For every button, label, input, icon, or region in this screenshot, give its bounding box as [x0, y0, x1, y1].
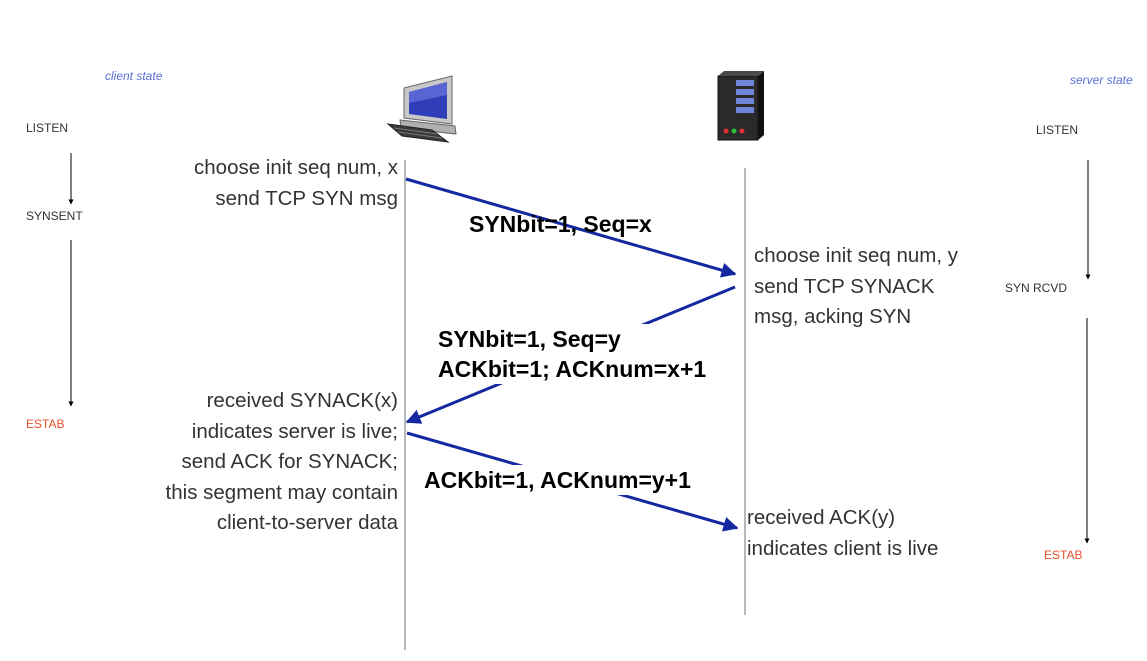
text-line: send TCP SYN msg	[215, 186, 398, 210]
client-state-synsent: SYNSENT	[26, 209, 83, 223]
server-action-1: choose init seq num, y send TCP SYNACK m…	[754, 241, 958, 333]
ack-message-label: ACKbit=1, ACKnum=y+1	[422, 465, 736, 495]
client-state-header: client state	[105, 69, 163, 83]
server-tower-icon	[717, 71, 764, 141]
text-line: ACKbit=1; ACKnum=x+1	[438, 356, 707, 382]
server-state-estab: ESTAB	[1044, 548, 1083, 562]
text-line: SYNbit=1, Seq=y	[438, 326, 621, 352]
client-action-2: received SYNACK(x) indicates server is l…	[166, 386, 398, 539]
text-line: this segment may contain	[165, 480, 398, 504]
text-line: ACKbit=1, ACKnum=y+1	[424, 467, 691, 493]
text-line: send ACK for SYNACK;	[181, 450, 398, 473]
server-state-synrcvd: SYN RCVD	[1005, 281, 1068, 295]
server-action-2: received ACK(y) indicates client is live	[747, 503, 938, 564]
synack-message-label: SYNbit=1, Seq=y ACKbit=1; ACKnum=x+1	[436, 324, 744, 384]
text-line: send TCP SYNACK	[754, 274, 935, 298]
text-line: SYNbit=1, Seq=x	[469, 211, 652, 237]
text-line: received ACK(y)	[747, 506, 896, 529]
syn-message-label: SYNbit=1, Seq=x	[467, 209, 654, 239]
text-line: client-to-server data	[216, 511, 398, 534]
server-state-header: server state	[1070, 73, 1133, 87]
client-action-1: choose init seq num, x send TCP SYN msg	[194, 153, 398, 214]
client-state-listen: LISTEN	[26, 121, 69, 135]
server-state-listen: LISTEN	[1036, 123, 1079, 137]
desktop-computer-icon	[386, 75, 457, 143]
text-line: indicates client is live	[747, 536, 939, 560]
text-line: indicates server is live;	[191, 419, 398, 443]
text-line: choose init seq num, y	[754, 244, 958, 267]
syn-arrow	[405, 177, 737, 278]
client-state-estab: ESTAB	[26, 417, 65, 431]
text-line: msg, acking SYN	[754, 305, 912, 328]
text-line: received SYNACK(x)	[206, 389, 398, 412]
text-line: choose init seq num, x	[194, 156, 398, 179]
